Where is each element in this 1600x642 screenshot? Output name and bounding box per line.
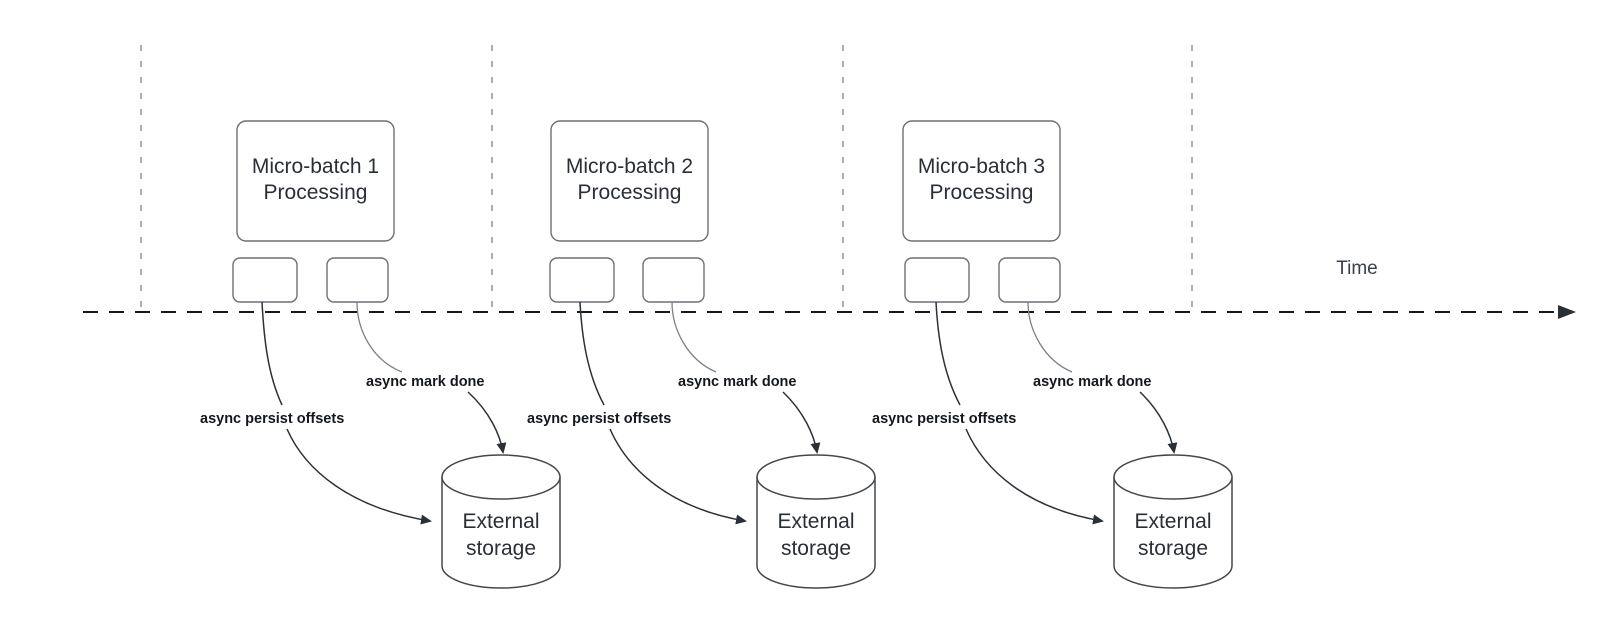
micro-batch-3-task-left[interactable] bbox=[904, 257, 970, 303]
micro-batch-2-label-line2: Processing bbox=[578, 181, 682, 204]
external-storage-1-label-line1: External bbox=[462, 510, 539, 533]
external-storage-3-label-line1: External bbox=[1134, 510, 1211, 533]
timeline-arrowhead bbox=[1558, 305, 1576, 319]
edge-label-persist-offsets-1: async persist offsets bbox=[200, 411, 344, 427]
timeline-axis bbox=[83, 305, 1576, 319]
micro-batch-2-process-box[interactable] bbox=[550, 120, 709, 242]
edge-mark-done-1b bbox=[467, 391, 507, 454]
group-1: Micro-batch 1 Processing External storag… bbox=[200, 120, 561, 589]
edge-label-mark-done-2: async mark done bbox=[678, 374, 796, 390]
cylinder-top-1 bbox=[441, 454, 561, 500]
micro-batch-3-task-right[interactable] bbox=[998, 257, 1061, 303]
external-storage-3-label-line2: storage bbox=[1138, 537, 1208, 560]
edge-mark-done-1a bbox=[356, 301, 403, 373]
edge-persist-offsets-1b bbox=[286, 428, 432, 525]
micro-batch-3-label-line2: Processing bbox=[930, 181, 1034, 204]
edge-persist-offsets-2b bbox=[609, 428, 747, 525]
edge-mark-done-3b bbox=[1139, 391, 1178, 454]
external-storage-2[interactable]: External storage bbox=[756, 454, 876, 589]
micro-batch-2-task-left[interactable] bbox=[549, 257, 615, 303]
external-storage-2-label-line2: storage bbox=[781, 537, 851, 560]
micro-batch-1-label-line1: Micro-batch 1 bbox=[252, 155, 379, 178]
time-axis-label: Time bbox=[1336, 258, 1378, 279]
edge-persist-offsets-3a bbox=[935, 301, 961, 406]
external-storage-1[interactable]: External storage bbox=[441, 454, 561, 589]
micro-batch-2-label-line1: Micro-batch 2 bbox=[566, 155, 693, 178]
edge-mark-done-2b bbox=[782, 391, 821, 454]
edge-mark-done-2a bbox=[671, 301, 717, 373]
micro-batch-1-task-right[interactable] bbox=[326, 257, 389, 303]
batch-boundaries bbox=[140, 45, 1193, 313]
micro-batch-2-task-right[interactable] bbox=[642, 257, 705, 303]
edge-label-persist-offsets-3: async persist offsets bbox=[872, 411, 1016, 427]
edge-persist-offsets-2a bbox=[579, 301, 605, 406]
micro-batch-1-task-left[interactable] bbox=[232, 257, 298, 303]
group-2: Micro-batch 2 Processing External storag… bbox=[527, 120, 876, 589]
cylinder-top-2 bbox=[756, 454, 876, 500]
micro-batch-3-label-line1: Micro-batch 3 bbox=[918, 155, 1045, 178]
edge-label-mark-done-3: async mark done bbox=[1033, 374, 1151, 390]
edge-persist-offsets-3b bbox=[965, 428, 1104, 525]
external-storage-1-label-line2: storage bbox=[466, 537, 536, 560]
micro-batch-3-process-box[interactable] bbox=[902, 120, 1061, 242]
cylinder-body-1 bbox=[441, 477, 561, 589]
external-storage-3[interactable]: External storage bbox=[1113, 454, 1233, 589]
edge-persist-offsets-1a bbox=[261, 301, 283, 406]
edge-label-persist-offsets-2: async persist offsets bbox=[527, 411, 671, 427]
cylinder-top-3 bbox=[1113, 454, 1233, 500]
group-3: Micro-batch 3 Processing External storag… bbox=[872, 120, 1233, 589]
external-storage-2-label-line1: External bbox=[777, 510, 854, 533]
micro-batch-1-label-line2: Processing bbox=[264, 181, 368, 204]
cylinder-body-3 bbox=[1113, 477, 1233, 589]
edge-label-mark-done-1: async mark done bbox=[366, 374, 484, 390]
micro-batch-1-process-box[interactable] bbox=[236, 120, 395, 242]
edge-mark-done-3a bbox=[1027, 301, 1073, 373]
cylinder-body-2 bbox=[756, 477, 876, 589]
